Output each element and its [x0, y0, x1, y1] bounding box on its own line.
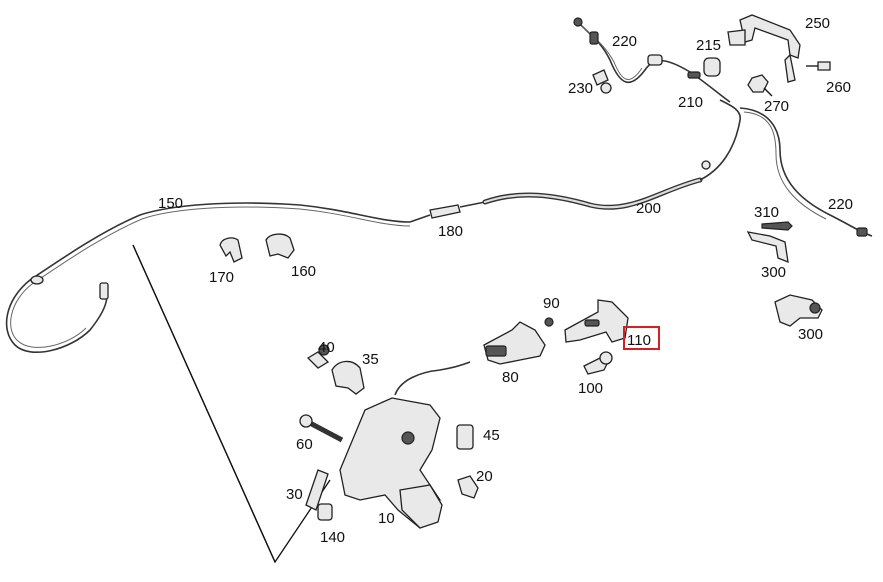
- label-260: 260: [826, 79, 851, 96]
- leader-270: [763, 87, 773, 97]
- part-80-teeth: [485, 345, 507, 357]
- label-100: 100: [578, 380, 603, 397]
- part-215-bushing: [703, 57, 721, 77]
- part-230-washer: [600, 82, 612, 94]
- cable-150-inner: [10, 206, 411, 348]
- part-260-bolt: [817, 61, 831, 71]
- part-10-pivot: [401, 431, 415, 445]
- part-40-head: [318, 344, 330, 356]
- part-230-bolt: [592, 69, 609, 86]
- part-300-bracket-upper: [746, 231, 789, 264]
- leader-line-150-v-left: [132, 244, 276, 563]
- part-60-head: [299, 414, 313, 428]
- label-220-right: 220: [828, 196, 853, 213]
- label-40: 40: [318, 339, 335, 356]
- part-250-bracket: [739, 14, 801, 59]
- cable-220-top-sleeve: [647, 54, 663, 66]
- label-180: 180: [438, 223, 463, 240]
- label-110: 110: [627, 332, 651, 349]
- part-300-clamp: [809, 302, 821, 314]
- part-30-strip: [305, 469, 329, 511]
- cable-200-inner: [483, 178, 702, 209]
- label-35: 35: [362, 351, 379, 368]
- label-200: 200: [636, 200, 661, 217]
- label-60: 60: [296, 436, 313, 453]
- label-210: 210: [678, 94, 703, 111]
- cable-200-continuation: [699, 99, 741, 181]
- cable-150-end-fitting: [99, 282, 109, 300]
- cable-150-grommet: [30, 275, 44, 285]
- cable-assembly-lead: [394, 361, 471, 396]
- part-110-slot: [584, 319, 600, 327]
- label-110-highlight: [623, 326, 660, 350]
- cable-220-top-fitting: [589, 31, 599, 45]
- cable-200: [482, 177, 703, 210]
- part-270-nut: [747, 74, 769, 93]
- cable-220-right: [739, 107, 873, 237]
- cable-150: [5, 202, 411, 353]
- label-160: 160: [291, 263, 316, 280]
- part-35-clip: [331, 360, 365, 395]
- label-300-upper: 300: [761, 264, 786, 281]
- cable-220-top-end: [573, 17, 583, 27]
- part-210-clip: [687, 71, 701, 79]
- cable-220-right-fitting: [856, 227, 868, 237]
- label-220-top: 220: [612, 33, 637, 50]
- part-40-bolt: [306, 351, 330, 369]
- part-80-mount: [483, 321, 546, 365]
- label-20: 20: [476, 468, 493, 485]
- part-250-tab: [727, 29, 746, 46]
- part-170-clip: [219, 237, 243, 263]
- label-90: 90: [543, 295, 560, 312]
- label-270: 270: [764, 98, 789, 115]
- label-215: 215: [696, 37, 721, 54]
- part-140-sleeve: [317, 503, 333, 521]
- part-20-pad: [457, 475, 479, 499]
- part-90-screw: [544, 317, 554, 327]
- label-45: 45: [483, 427, 500, 444]
- part-45-bumper: [456, 424, 474, 450]
- label-30: 30: [286, 486, 303, 503]
- part-300-holder-lower: [774, 294, 823, 327]
- label-250: 250: [805, 15, 830, 32]
- part-250-arm: [784, 53, 796, 83]
- part-310-pin: [761, 221, 793, 231]
- leader-line-150-30: [132, 244, 331, 564]
- part-160-clip: [265, 233, 295, 259]
- label-170: 170: [209, 269, 234, 286]
- part-60-bolt-shank: [306, 419, 344, 443]
- label-230: 230: [568, 80, 593, 97]
- label-310: 310: [754, 204, 779, 221]
- cable-220-right-inner: [743, 111, 827, 220]
- label-150: 150: [158, 195, 183, 212]
- label-10: 10: [378, 510, 395, 527]
- label-140: 140: [320, 529, 345, 546]
- cable-180-link-b: [459, 201, 486, 208]
- cable-200-end: [701, 160, 711, 170]
- part-180-connector: [429, 204, 461, 219]
- part-10-pedal-pad: [399, 484, 443, 529]
- cable-180-link: [409, 214, 431, 223]
- part-100-head: [599, 351, 613, 365]
- label-80: 80: [502, 369, 519, 386]
- cable-220-top: [577, 21, 731, 103]
- label-300-lower: 300: [798, 326, 823, 343]
